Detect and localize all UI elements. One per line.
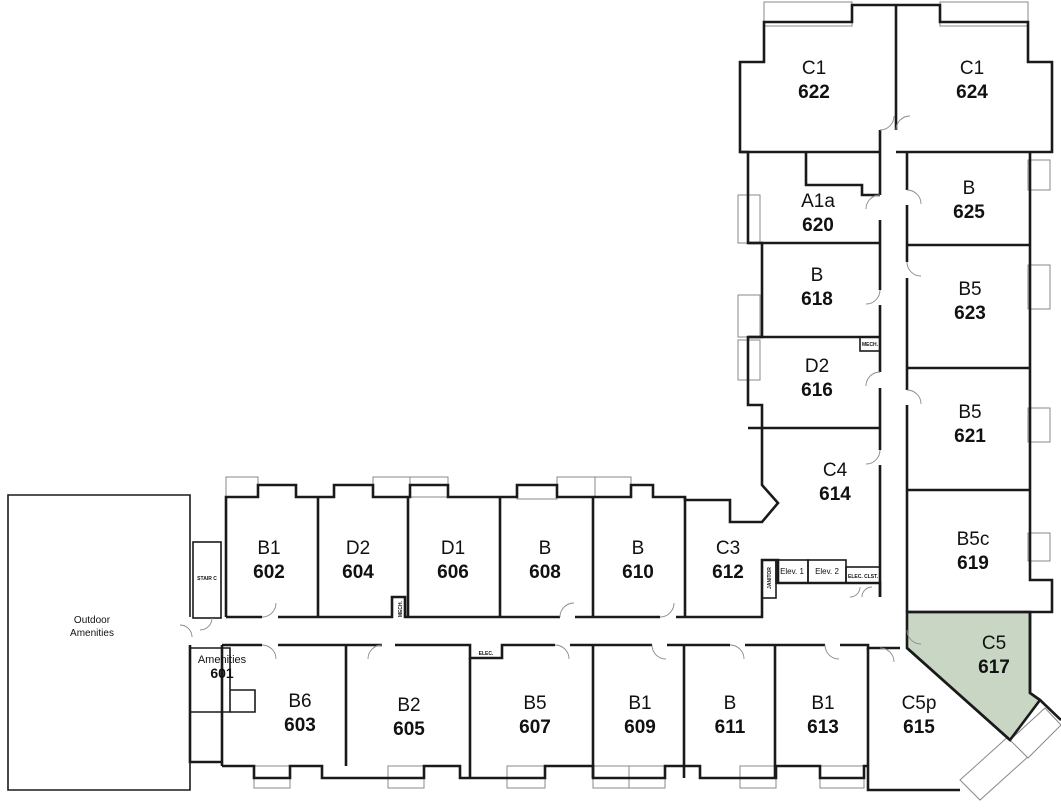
unit-612[interactable]: C3 612 <box>712 538 744 583</box>
unit-613[interactable]: B1 613 <box>807 693 839 738</box>
unit-619[interactable]: B5c 619 <box>957 529 990 574</box>
unit-number-label: 621 <box>954 426 986 447</box>
unit-611[interactable]: B 611 <box>715 693 746 738</box>
outdoor-amenities[interactable]: Outdoor Amenities <box>70 615 114 639</box>
unit-type-label: B <box>963 178 976 199</box>
unit-606[interactable]: D1 606 <box>437 538 469 583</box>
unit-615[interactable]: C5p 615 <box>902 693 937 738</box>
unit-number-label: 610 <box>622 562 654 583</box>
unit-number-label: 607 <box>519 717 551 738</box>
unit-number-label: 606 <box>437 562 469 583</box>
elec-label: ELEC. <box>479 651 494 657</box>
unit-618[interactable]: B 618 <box>801 265 833 310</box>
unit-610[interactable]: B 610 <box>622 538 654 583</box>
unit-type-label: B6 <box>288 691 311 712</box>
unit-616[interactable]: D2 616 <box>801 356 833 401</box>
mech-label-bottom: MECH. <box>398 600 404 617</box>
unit-625[interactable]: B 625 <box>953 178 985 223</box>
elec-closet-label: ELEC. CLST. <box>848 574 879 580</box>
unit-number-label: 604 <box>342 562 374 583</box>
unit-type-label: C4 <box>823 460 848 481</box>
unit-type-label: D1 <box>441 538 465 559</box>
unit-type-label: B <box>724 693 737 714</box>
stair-c-label: STAIR C <box>197 576 217 582</box>
unit-602[interactable]: B1 602 <box>253 538 285 583</box>
window-bays <box>225 1 1061 801</box>
unit-type-label: B1 <box>257 538 280 559</box>
outdoor-label-line1: Outdoor <box>74 615 111 626</box>
mech-label-top: MECH. <box>862 342 879 348</box>
unit-number-label: 618 <box>801 289 833 310</box>
unit-number-label: 608 <box>529 562 561 583</box>
unit-number-label: 624 <box>956 82 988 103</box>
elevator-2[interactable]: Elev. 2 <box>815 567 839 576</box>
elevator-2-label: Elev. 2 <box>815 567 839 576</box>
unit-number-label: 619 <box>957 553 989 574</box>
unit-number-label: 623 <box>954 303 986 324</box>
unit-number-label: 614 <box>819 484 851 505</box>
unit-609[interactable]: B1 609 <box>624 693 656 738</box>
amenities-601[interactable]: Amenities 601 <box>198 654 247 681</box>
unit-type-label: C5p <box>902 693 937 714</box>
unit-number-label: 616 <box>801 380 833 401</box>
unit-624[interactable]: C1 624 <box>956 58 988 103</box>
unit-type-label: C5 <box>982 633 1006 654</box>
unit-614[interactable]: C4 614 <box>819 460 851 505</box>
unit-605[interactable]: B2 605 <box>393 695 425 740</box>
walls <box>7 3 1061 792</box>
unit-type-label: C3 <box>716 538 740 559</box>
unit-type-label: C1 <box>802 58 826 79</box>
unit-608[interactable]: B 608 <box>529 538 561 583</box>
unit-620[interactable]: A1a 620 <box>801 191 835 236</box>
unit-622[interactable]: C1 622 <box>798 58 830 103</box>
unit-type-label: B5 <box>958 279 981 300</box>
unit-type-label: B1 <box>811 693 834 714</box>
unit-604[interactable]: D2 604 <box>342 538 374 583</box>
elevator-1[interactable]: Elev. 1 <box>780 567 804 576</box>
unit-type-label: B2 <box>397 695 420 716</box>
unit-type-label: C1 <box>960 58 984 79</box>
unit-number-label: 609 <box>624 717 656 738</box>
unit-type-label: B <box>811 265 824 286</box>
unit-type-label: B1 <box>628 693 651 714</box>
unit-type-label: B <box>632 538 645 559</box>
elevator-1-label: Elev. 1 <box>780 567 804 576</box>
unit-623[interactable]: B5 623 <box>954 279 986 324</box>
unit-type-label: B5 <box>523 693 546 714</box>
unit-type-label: B <box>539 538 552 559</box>
unit-number-label: 611 <box>715 717 746 738</box>
unit-number-label: 612 <box>712 562 744 583</box>
janitor-label: JANITOR <box>767 567 773 589</box>
unit-number-label: 605 <box>393 719 425 740</box>
unit-603[interactable]: B6 603 <box>284 691 316 736</box>
unit-number-label: 617 <box>978 657 1010 678</box>
amenities-label: Amenities <box>198 654 247 666</box>
unit-number-label: 613 <box>807 717 839 738</box>
unit-number-label: 603 <box>284 715 316 736</box>
unit-type-label: D2 <box>805 356 829 377</box>
unit-type-label: D2 <box>346 538 370 559</box>
unit-621[interactable]: B5 621 <box>954 402 986 447</box>
unit-607[interactable]: B5 607 <box>519 693 551 738</box>
unit-number-label: 620 <box>802 215 834 236</box>
door-swings <box>179 115 922 663</box>
unit-number-label: 615 <box>903 717 935 738</box>
unit-number-label: 602 <box>253 562 285 583</box>
unit-number-label: 622 <box>798 82 830 103</box>
unit-type-label: B5 <box>958 402 981 423</box>
unit-type-label: B5c <box>957 529 990 550</box>
outdoor-label-line2: Amenities <box>70 628 114 639</box>
unit-number-label: 625 <box>953 202 985 223</box>
unit-type-label: A1a <box>801 191 835 212</box>
amenities-number: 601 <box>210 665 234 681</box>
unit-617[interactable]: C5 617 <box>978 633 1010 678</box>
